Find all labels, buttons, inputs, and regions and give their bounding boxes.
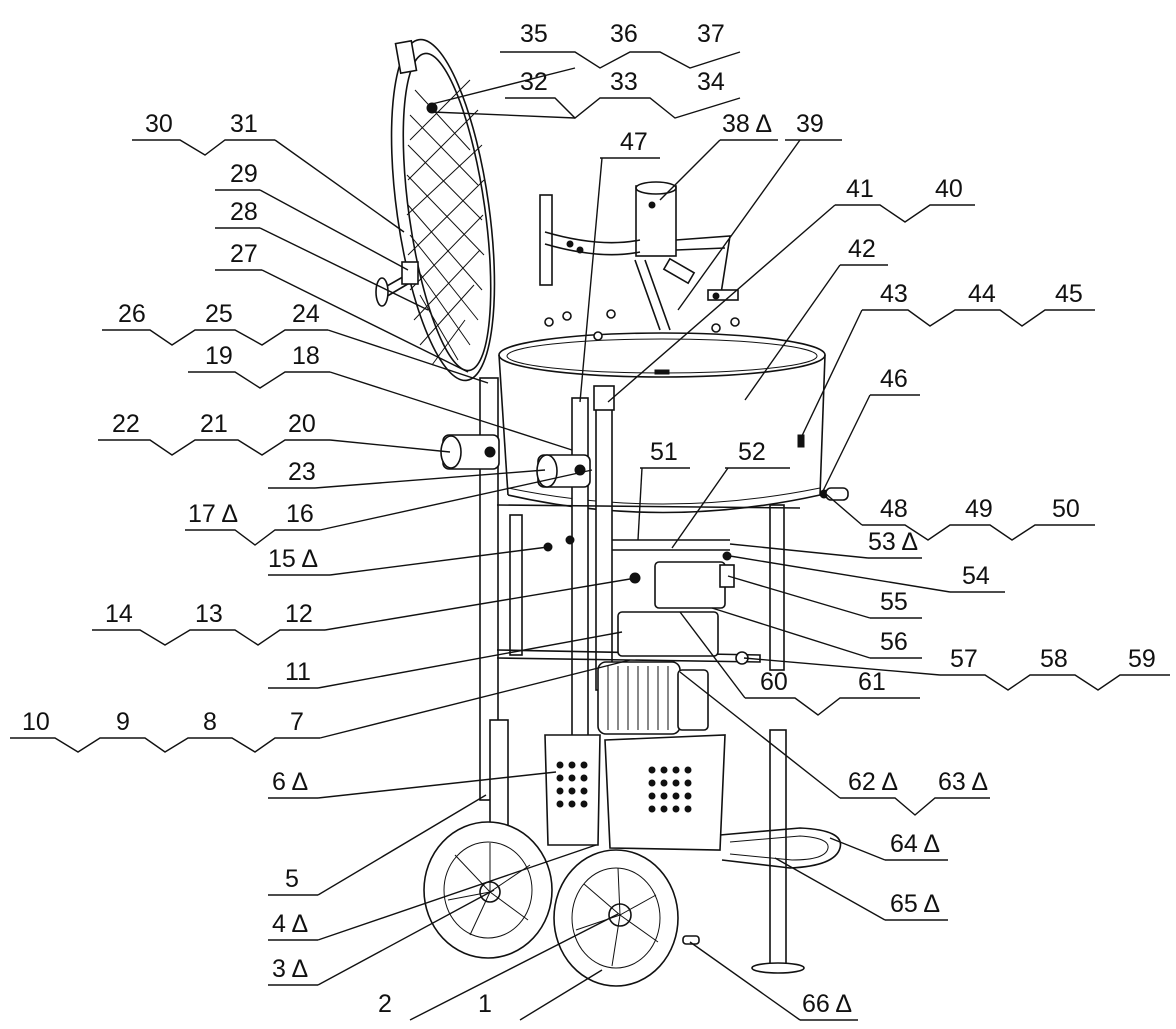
label-32: 32 bbox=[520, 68, 548, 96]
label-8: 8 bbox=[203, 708, 217, 736]
lid-handle bbox=[375, 261, 419, 307]
rim-bolts bbox=[544, 309, 740, 341]
label-19: 19 bbox=[205, 342, 233, 370]
top-agitator-assembly bbox=[539, 181, 739, 331]
label-54: 54 bbox=[962, 562, 990, 590]
label-39: 39 bbox=[796, 110, 824, 138]
hinge-rollers bbox=[440, 434, 591, 488]
label-3: 3 Δ bbox=[272, 955, 308, 983]
label-61: 61 bbox=[858, 668, 886, 696]
label-25: 25 bbox=[205, 300, 233, 328]
label-31: 31 bbox=[230, 110, 258, 138]
label-43: 43 bbox=[880, 280, 908, 308]
label-36: 36 bbox=[610, 20, 638, 48]
label-51: 51 bbox=[650, 438, 678, 466]
label-35: 35 bbox=[520, 20, 548, 48]
label-23: 23 bbox=[288, 458, 316, 486]
machine-illustration bbox=[375, 38, 849, 987]
label-12: 12 bbox=[285, 600, 313, 628]
label-40: 40 bbox=[935, 175, 963, 203]
label-2: 2 bbox=[378, 990, 392, 1018]
label-4: 4 Δ bbox=[272, 910, 308, 938]
perforated-guard bbox=[544, 734, 726, 851]
label-14: 14 bbox=[105, 600, 133, 628]
label-66: 66 Δ bbox=[802, 990, 852, 1018]
label-34: 34 bbox=[697, 68, 725, 96]
lid-with-mesh bbox=[390, 38, 496, 382]
label-47: 47 bbox=[620, 128, 648, 156]
label-60: 60 bbox=[760, 668, 788, 696]
label-7: 7 bbox=[290, 708, 304, 736]
label-64: 64 Δ bbox=[890, 830, 940, 858]
label-20: 20 bbox=[288, 410, 316, 438]
leader-lines bbox=[10, 51, 1170, 1021]
label-6: 6 Δ bbox=[272, 768, 308, 796]
gearbox-and-motor bbox=[543, 535, 749, 735]
label-28: 28 bbox=[230, 198, 258, 226]
label-58: 58 bbox=[1040, 645, 1068, 673]
label-11: 11 bbox=[285, 658, 311, 686]
label-30: 30 bbox=[145, 110, 173, 138]
label-42: 42 bbox=[848, 235, 876, 263]
label-63: 63 Δ bbox=[938, 768, 988, 796]
front-wheel bbox=[553, 849, 700, 987]
label-38: 38 Δ bbox=[722, 110, 772, 138]
label-10: 10 bbox=[22, 708, 50, 736]
label-9: 9 bbox=[116, 708, 130, 736]
label-49: 49 bbox=[965, 495, 993, 523]
label-37: 37 bbox=[697, 20, 725, 48]
label-5: 5 bbox=[285, 865, 299, 893]
label-53: 53 Δ bbox=[868, 528, 918, 556]
label-45: 45 bbox=[1055, 280, 1083, 308]
rear-wheel bbox=[423, 821, 553, 959]
label-59: 59 bbox=[1128, 645, 1156, 673]
label-56: 56 bbox=[880, 628, 908, 656]
label-33: 33 bbox=[610, 68, 638, 96]
label-29: 29 bbox=[230, 160, 258, 188]
label-27: 27 bbox=[230, 240, 258, 268]
label-17: 17 Δ bbox=[188, 500, 238, 528]
label-26: 26 bbox=[118, 300, 146, 328]
label-62: 62 Δ bbox=[848, 768, 898, 796]
label-1: 1 bbox=[478, 990, 492, 1018]
label-57: 57 bbox=[950, 645, 978, 673]
label-52: 52 bbox=[738, 438, 766, 466]
label-50: 50 bbox=[1052, 495, 1080, 523]
label-18: 18 bbox=[292, 342, 320, 370]
label-44: 44 bbox=[968, 280, 996, 308]
label-41: 41 bbox=[846, 175, 874, 203]
label-55: 55 bbox=[880, 588, 908, 616]
label-65: 65 Δ bbox=[890, 890, 940, 918]
label-48: 48 bbox=[880, 495, 908, 523]
label-13: 13 bbox=[195, 600, 223, 628]
part-labels: 35 36 37 32 33 34 30 31 29 28 27 26 25 2… bbox=[22, 20, 1156, 1018]
support-stand bbox=[719, 729, 842, 974]
label-24: 24 bbox=[292, 300, 320, 328]
label-22: 22 bbox=[112, 410, 140, 438]
label-21: 21 bbox=[200, 410, 228, 438]
label-15: 15 Δ bbox=[268, 545, 318, 573]
label-46: 46 bbox=[880, 365, 908, 393]
label-16: 16 bbox=[286, 500, 314, 528]
